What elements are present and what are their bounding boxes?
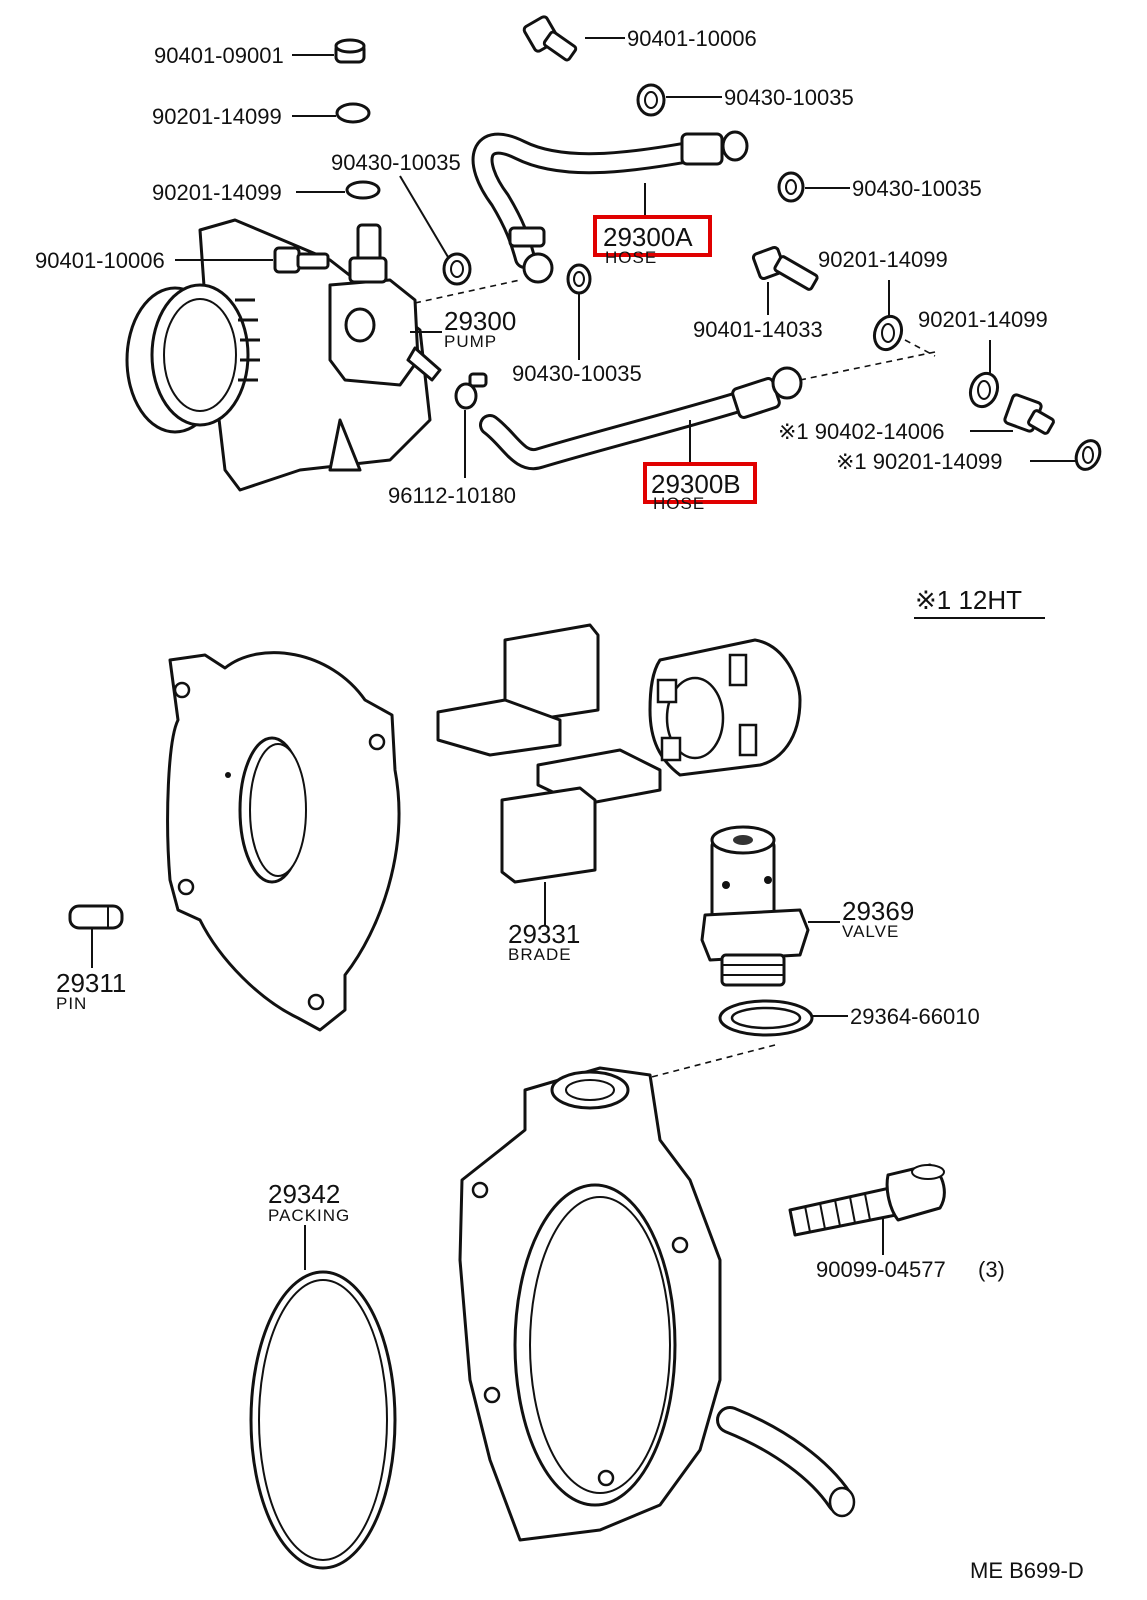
rotor (648, 638, 802, 777)
blade-29331 (436, 623, 662, 884)
bolt-90401-10006-top (522, 15, 578, 62)
label-90430-10035-b: 90430-10035 (331, 150, 461, 175)
label-29364-66010: 29364-66010 (850, 1004, 980, 1029)
hose-29300A (471, 130, 749, 284)
bolt-90099-04577 (788, 1163, 946, 1237)
label-29342: 29342 (268, 1179, 340, 1209)
label-29331: 29331 (508, 919, 580, 949)
label-90099-04577: 90099-04577 (816, 1257, 946, 1282)
hose-29300B (479, 366, 803, 471)
pump-housing (458, 1066, 856, 1542)
highlight-29300A (593, 215, 712, 257)
label-90430-10035-c: 90430-10035 (852, 176, 982, 201)
cover-plate (166, 651, 401, 1032)
note-12ht: ※1 12HT (915, 585, 1022, 615)
clip-96112-10180 (454, 372, 488, 410)
bolt-90401-14033 (751, 245, 819, 291)
bolt-90401-10006-left (273, 246, 330, 274)
label-90201-14099-b: 90201-14099 (152, 180, 282, 205)
label-29311: 29311 (56, 968, 126, 998)
washer-90201-14099-a (335, 102, 371, 124)
label-29331-sub: BRADE (508, 945, 572, 964)
label-29300-sub: PUMP (444, 332, 497, 351)
pin-29311 (68, 904, 124, 930)
label-29369: 29369 (842, 896, 914, 926)
highlight-29300B (643, 462, 757, 504)
label-90201-14099-d: 90201-14099 (918, 307, 1048, 332)
label-29300A-sub: HOSE (605, 248, 657, 267)
label-90401-10006-top: 90401-10006 (627, 26, 757, 51)
alternator-body (125, 218, 432, 492)
label-29300B: 29300B (651, 469, 741, 499)
label-29311-sub: PIN (56, 994, 87, 1013)
label-29300B-sub: HOSE (653, 494, 705, 513)
label-90430-10035-d: 90430-10035 (512, 361, 642, 386)
label-90099-qty: (3) (978, 1257, 1005, 1282)
washer-90201-14099-b (345, 180, 381, 200)
label-29300: 29300 (444, 306, 516, 336)
reference-code: ME B699-D (970, 1558, 1084, 1583)
label-90401-09001: 90401-09001 (154, 43, 284, 68)
label-90401-10006-left: 90401-10006 (35, 248, 165, 273)
label-90402-14006: ※1 90402-14006 (778, 419, 944, 444)
label-90201-14099-c: 90201-14099 (818, 247, 948, 272)
pump-29300 (328, 223, 442, 387)
packing-29342 (249, 1270, 397, 1570)
label-29300A: 29300A (603, 222, 693, 252)
valve-29369 (700, 825, 810, 987)
label-90401-14033: 90401-14033 (693, 317, 823, 342)
gasket-29364-66010 (718, 999, 814, 1037)
label-96112-10180: 96112-10180 (388, 483, 516, 508)
label-90201-14099-e: ※1 90201-14099 (836, 449, 1002, 474)
label-90201-14099-a: 90201-14099 (152, 104, 282, 129)
bolt-90402-14006 (1003, 393, 1055, 435)
label-29342-sub: PACKING (268, 1206, 350, 1225)
label-29369-sub: VALVE (842, 922, 899, 941)
label-90430-10035-top: 90430-10035 (724, 85, 854, 110)
cap-90401-09001 (334, 38, 366, 64)
